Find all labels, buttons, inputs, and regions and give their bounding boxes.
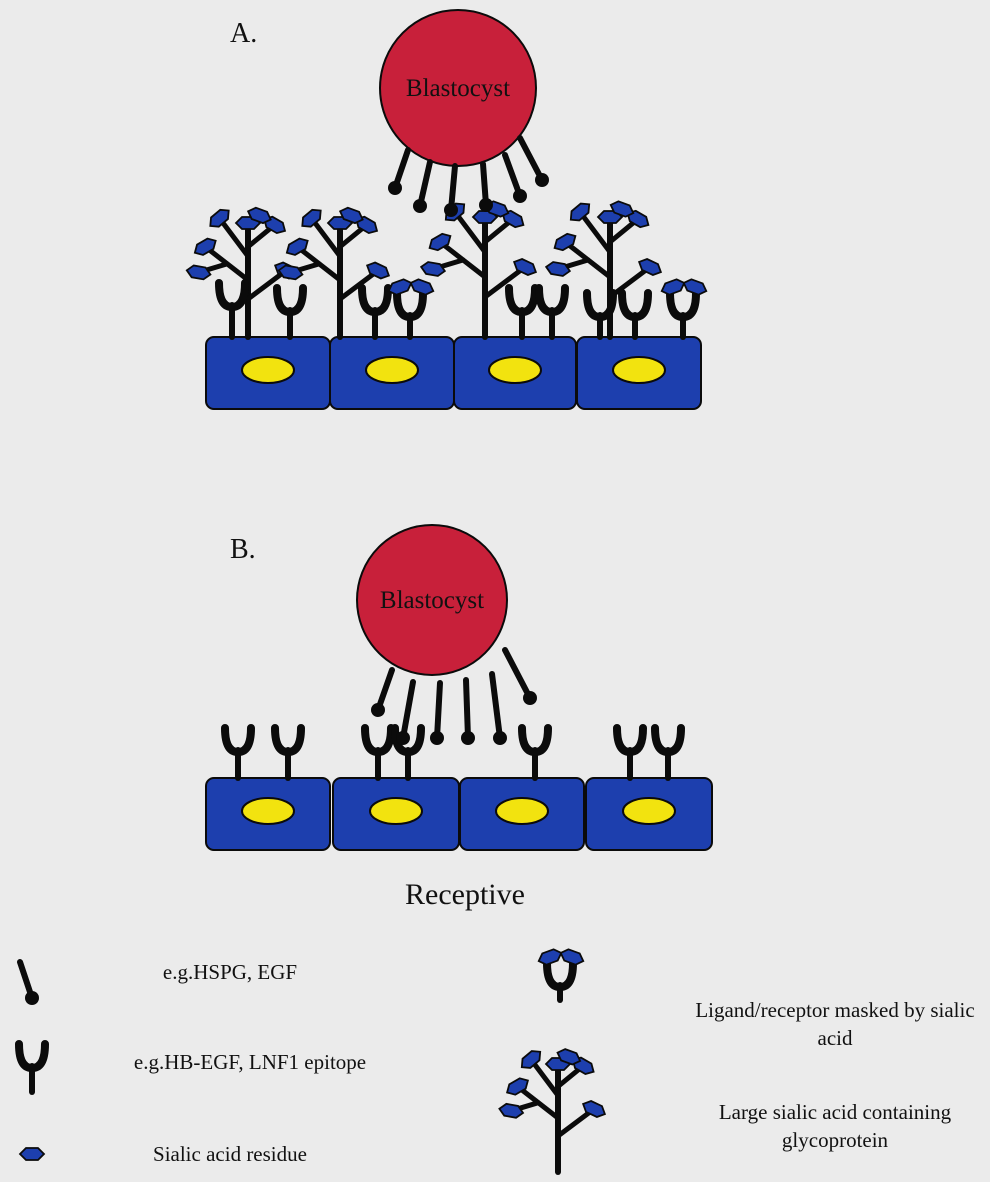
blastocyst-ligand [20,962,39,1005]
blastocyst-b: Blastocyst [357,525,507,675]
blastocyst-ligand [430,683,444,745]
sialylated-glycoprotein [498,1047,607,1172]
legend-hspg-label: e.g.HSPG, EGF [100,958,360,986]
blastocyst-ligand [505,155,527,203]
y-receptor [617,728,643,778]
sialic-acid-hexagon [186,264,212,280]
y-receptor [365,728,391,778]
blastocyst-ligand [371,670,392,717]
masked-receptor [537,947,586,1000]
y-receptor [225,728,251,778]
nucleus [242,798,294,824]
epithelial-cell [586,778,712,850]
legend-hbegf-label: e.g.HB-EGF, LNF1 epitope [80,1048,420,1076]
sialic-acid-hexagon [537,947,564,966]
stalk-line [466,680,468,738]
blastocyst-ligand [479,164,493,212]
stalk-line [492,674,500,738]
sialic-acid-hexagon [420,261,446,277]
stalk-line [403,682,413,738]
stalk-line [505,650,530,698]
stalk-line [520,138,542,180]
nucleus [242,357,294,383]
blastocyst-ligand [444,166,458,217]
nucleus [366,357,418,383]
panel-a: Blastocyst [186,10,709,409]
epithelial-cell [206,337,330,409]
sialic-acid-hexagon [682,277,709,296]
blastocyst-ligand [461,680,475,745]
legend-y-receptor [19,1044,45,1092]
blastocyst-ligand [396,682,413,745]
y-receptor [509,288,535,337]
y-receptor [622,293,648,337]
masked-receptor [387,277,436,337]
blastocyst-ligand [388,150,408,195]
legend-sialic-label: Sialic acid residue [100,1140,360,1168]
nucleus [613,357,665,383]
receptive-caption: Receptive [0,878,930,912]
panel-b: Blastocyst [206,525,712,850]
blastocyst-a: Blastocyst [380,10,536,166]
sialic-acid-hexagon [559,947,586,966]
sialic-acid-hexagon [660,277,687,296]
blastocyst-label: Blastocyst [380,587,484,614]
y-receptor [275,728,301,778]
y-receptor [277,288,303,337]
sialic-acid-hexagon [20,1148,44,1160]
epithelial-cell [460,778,584,850]
epithelial-cell [206,778,330,850]
sialic-acid-hexagon [409,277,436,296]
nucleus [496,798,548,824]
blastocyst-ligand [413,162,430,213]
blastocyst-ligand [520,138,549,187]
nucleus [489,357,541,383]
masked-receptor [660,277,709,337]
nucleus [370,798,422,824]
stalk-line [437,683,440,738]
y-receptor [522,728,548,778]
blastocyst-ligand [492,674,507,745]
sialic-acid-hexagon [498,1103,524,1119]
panel-label-a: A. [230,18,257,50]
nucleus [623,798,675,824]
epithelial-cell [577,337,701,409]
legend-masked-label: Ligand/receptor masked by sialic acid [680,996,990,1053]
y-receptor [219,283,245,337]
y-receptor [539,288,565,337]
panel-label-b: B. [230,534,256,566]
blastocyst-ligand [505,650,537,705]
y-receptor [655,728,681,778]
y-receptor [362,288,388,337]
legend-glyco-label: Large sialic acid containing glycoprotei… [680,1098,990,1155]
epithelial-cell [333,778,459,850]
blastocyst-label: Blastocyst [406,75,510,102]
epithelial-cell [454,337,576,409]
epithelial-cell [330,337,454,409]
sialic-acid-hexagon [545,261,571,277]
